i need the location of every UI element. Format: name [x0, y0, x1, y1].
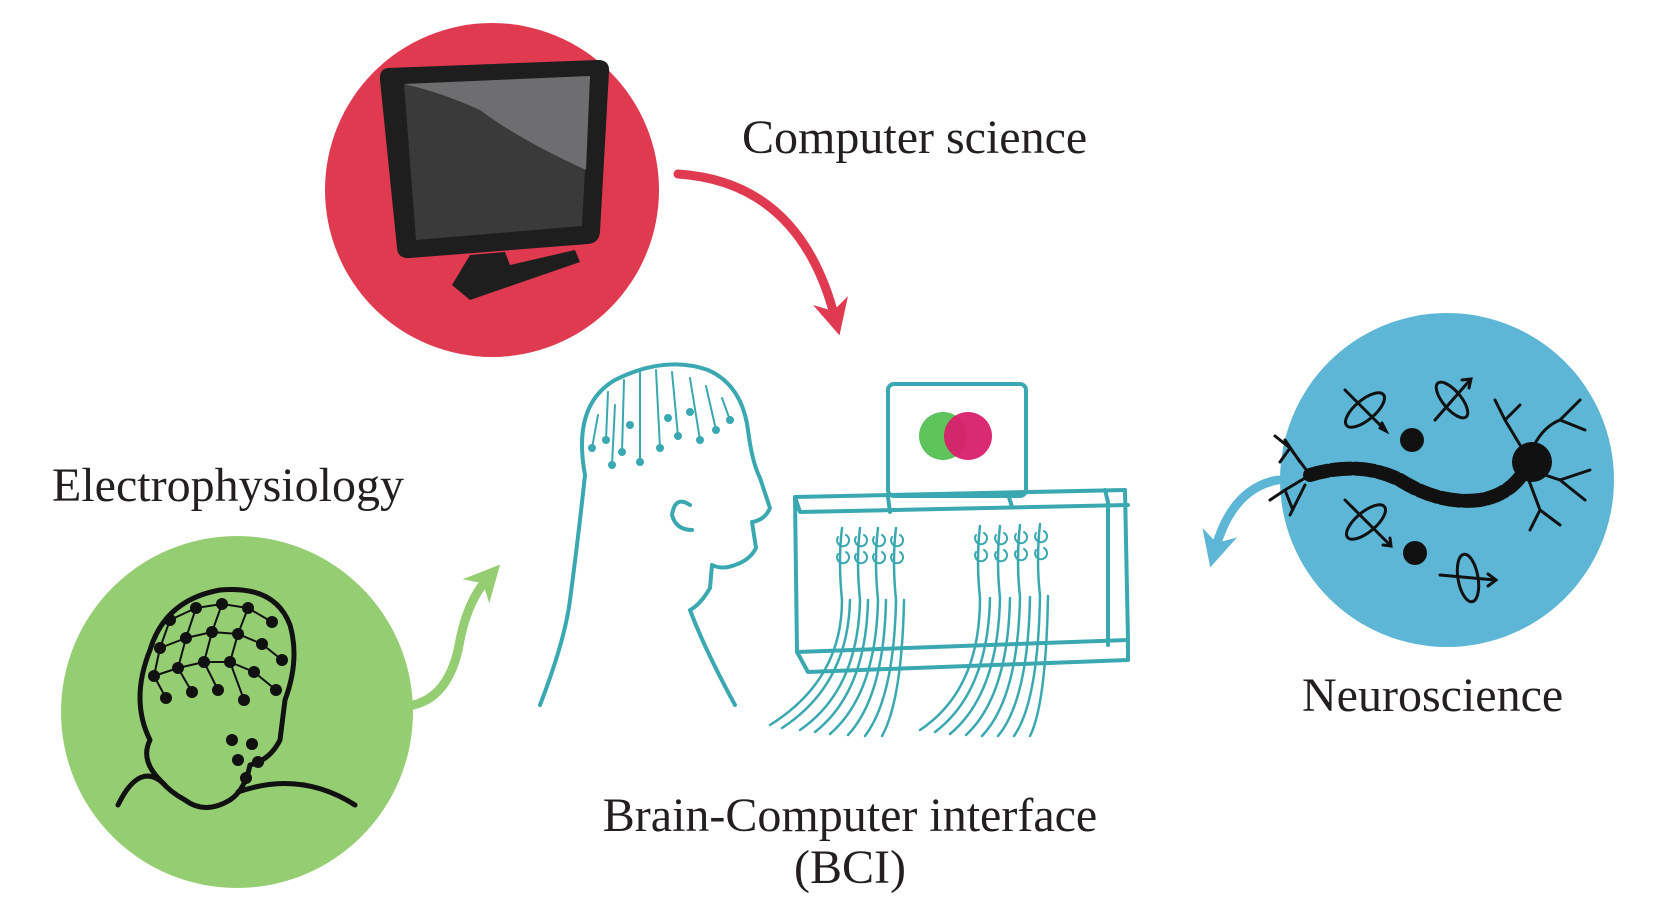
- monitor-screen: [886, 382, 1028, 498]
- bci-label-line2: (BCI): [794, 840, 906, 894]
- neuroscience-label: Neuroscience: [1302, 669, 1564, 722]
- bci-setup-icon: [538, 362, 1130, 738]
- neuroscience-node: [1202, 313, 1614, 647]
- person-head-outline: [538, 362, 772, 707]
- neuroscience-circle: [1280, 313, 1614, 647]
- electrode-cables: [768, 594, 1050, 738]
- electrophysiology-arrow: [403, 564, 501, 711]
- electrophysiology-node: [61, 536, 501, 888]
- computer-science-arrow: [673, 169, 848, 336]
- amplifier-box: [793, 488, 1130, 674]
- computer-science-node: [325, 23, 848, 357]
- neuroscience-arrow: [1202, 475, 1283, 568]
- electrophysiology-circle: [61, 536, 413, 888]
- computer-science-label: Computer science: [742, 111, 1088, 164]
- monitor-icon: [379, 60, 610, 300]
- indicator-pink-dot: [944, 412, 992, 460]
- electrophysiology-label: Electrophysiology: [52, 459, 404, 512]
- neuron-icon: [1268, 377, 1592, 604]
- bci-label-line1: Brain-Computer interface: [602, 789, 1098, 842]
- bci-label: Brain-Computer interface (BCI): [550, 790, 1150, 894]
- eeg-head-icon: [115, 586, 358, 810]
